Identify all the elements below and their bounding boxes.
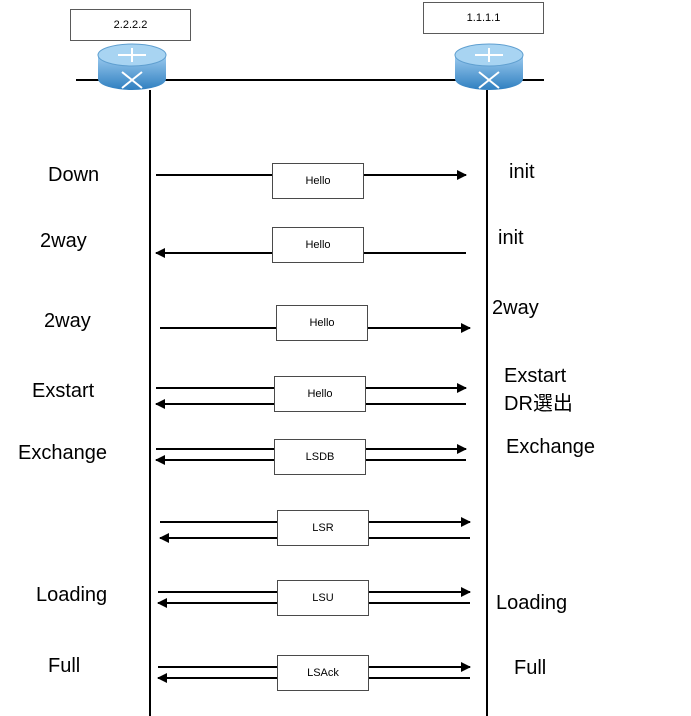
right-state-exstart: Exstart bbox=[504, 365, 567, 387]
message-box-hello-1: Hello bbox=[272, 163, 364, 199]
message-box-hello-4: Hello bbox=[274, 376, 366, 412]
message-box-hello-3: Hello bbox=[276, 305, 368, 341]
right-state-2way: 2way bbox=[492, 297, 539, 319]
right-state-init-2: init bbox=[498, 227, 524, 249]
router-label-right: 1.1.1.1 bbox=[423, 2, 544, 34]
message-box-lsdb: LSDB bbox=[274, 439, 366, 475]
left-state-2way-1: 2way bbox=[40, 230, 87, 252]
router-icon bbox=[97, 43, 167, 90]
router-label-left: 2.2.2.2 bbox=[70, 9, 191, 41]
left-state-exstart: Exstart bbox=[32, 380, 95, 402]
router-icon bbox=[454, 43, 524, 90]
left-state-down: Down bbox=[48, 164, 100, 186]
left-state-full: Full bbox=[48, 655, 81, 677]
left-state-loading: Loading bbox=[36, 584, 108, 606]
left-state-2way-2: 2way bbox=[44, 310, 91, 332]
left-state-exchange: Exchange bbox=[18, 442, 107, 464]
right-state-full: Full bbox=[514, 657, 547, 679]
message-box-lsu: LSU bbox=[277, 580, 369, 616]
right-state-loading: Loading bbox=[496, 592, 568, 614]
right-state-init-1: init bbox=[509, 161, 535, 183]
message-box-lsr: LSR bbox=[277, 510, 369, 546]
message-box-lsack: LSAck bbox=[277, 655, 369, 691]
right-state-dr-election: DR選出 bbox=[504, 393, 573, 415]
right-state-exchange: Exchange bbox=[506, 436, 595, 458]
message-box-hello-2: Hello bbox=[272, 227, 364, 263]
